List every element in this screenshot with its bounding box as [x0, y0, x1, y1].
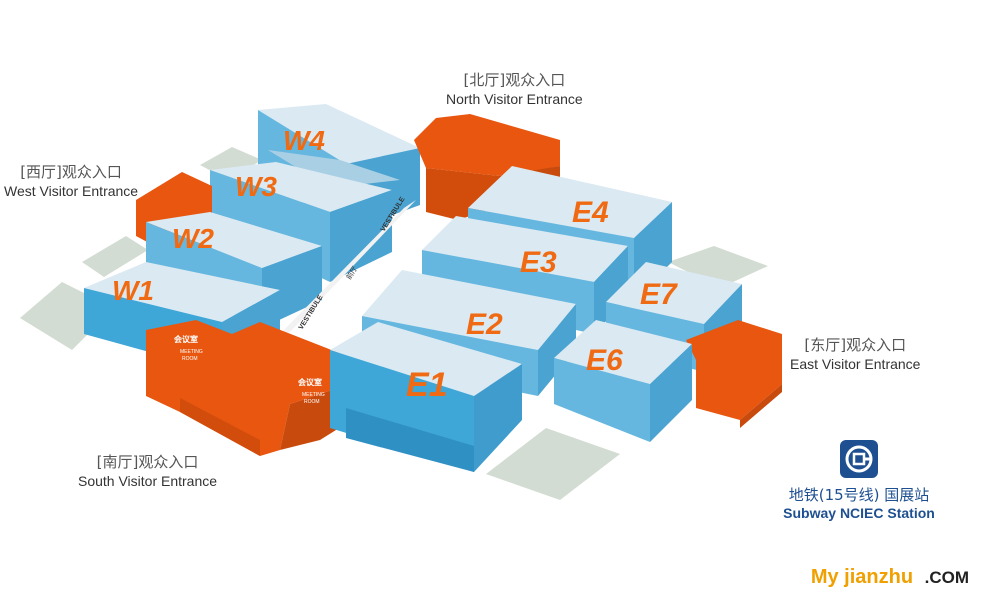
hall-label-w1: W1: [112, 275, 154, 306]
west-entrance-label: [西厅]观众入口 West Visitor Entrance: [4, 162, 138, 200]
watermark-part2: .COM: [924, 568, 969, 587]
hall-label-e2: E2: [466, 308, 503, 341]
meeting-room-label-1-en2: ROOM: [182, 356, 198, 362]
hall-label-w4: W4: [283, 125, 325, 156]
south-entrance-building[interactable]: 会议室 会议室 MEETING ROOM MEETING ROOM: [146, 320, 352, 456]
hall-label-e7: E7: [640, 278, 678, 311]
south-entrance-label: [南厅]观众入口 South Visitor Entrance: [78, 452, 217, 490]
south-entrance-label-en: South Visitor Entrance: [78, 473, 218, 489]
green-area: [486, 428, 620, 500]
east-entrance-building[interactable]: [686, 320, 782, 428]
watermark: My jianzhu .COM: [811, 566, 969, 589]
north-entrance-label-cn: [北厅]观众入口: [463, 71, 566, 89]
green-area: [82, 236, 148, 277]
meeting-room-label-1-cn: 会议室: [174, 334, 198, 344]
hall-label-e1: E1: [406, 366, 448, 404]
hall-e1[interactable]: E1: [330, 322, 522, 472]
north-entrance-label: [北厅]观众入口 North Visitor Entrance: [446, 70, 583, 108]
south-entrance-label-cn: [南厅]观众入口: [96, 453, 199, 471]
east-entrance-label-en: East Visitor Entrance: [790, 356, 921, 372]
meeting-room-label-1-en: MEETING: [180, 349, 203, 355]
blank-panel: [22, 506, 744, 568]
north-entrance-label-en: North Visitor Entrance: [446, 91, 583, 107]
hall-label-w2: W2: [172, 223, 214, 254]
hall-label-e3: E3: [520, 246, 557, 279]
hall-w4[interactable]: W4: [258, 104, 420, 232]
meeting-room-label-2-en2: ROOM: [304, 399, 320, 405]
hall-label-e6: E6: [586, 344, 623, 377]
subway-label-en: Subway NCIEC Station: [783, 505, 935, 521]
beijing-subway-logo-icon: [840, 440, 878, 478]
east-entrance-label-cn: [东厅]观众入口: [804, 336, 907, 354]
hall-e6[interactable]: E6: [554, 320, 692, 442]
hall-label-w3: W3: [235, 171, 277, 202]
east-entrance-label: [东厅]观众入口 East Visitor Entrance: [790, 335, 920, 373]
subway-label-cn: 地铁(15号线) 国展站: [788, 486, 930, 504]
hall-label-e4: E4: [572, 196, 609, 229]
meeting-room-label-2-en: MEETING: [302, 392, 325, 398]
watermark-part1: My jianzhu: [810, 566, 914, 588]
west-entrance-label-en: West Visitor Entrance: [4, 183, 139, 199]
green-area: [668, 246, 768, 288]
meeting-room-label-2-cn: 会议室: [298, 377, 322, 387]
subway-station[interactable]: 地铁(15号线) 国展站 Subway NCIEC Station: [774, 440, 944, 521]
west-entrance-label-cn: [西厅]观众入口: [20, 163, 122, 181]
